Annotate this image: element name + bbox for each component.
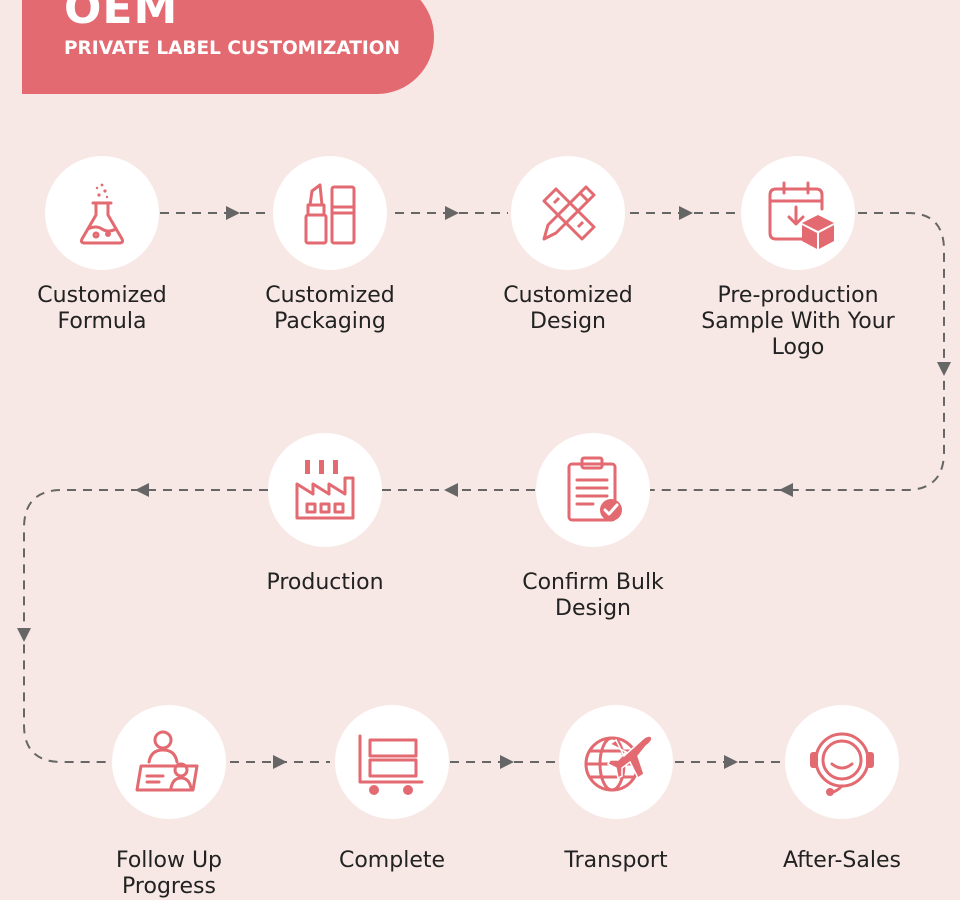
step-label-production: Production [266,570,384,595]
cart-boxes-icon [358,734,424,795]
arrow-right-icon [273,755,287,769]
step-label-formula: Customized Formula [37,283,167,334]
person-document-icon [135,730,199,792]
step-node-production [268,433,382,547]
step-node-formula [45,156,159,270]
arrow-down-icon [17,628,31,642]
step-node-confirm [536,433,650,547]
arrow-right-icon [226,206,240,220]
lipstick-icon [304,183,356,245]
header-banner: OEM PRIVATE LABEL CUSTOMIZATION [22,0,434,94]
step-label-transport: Transport [564,848,668,873]
arrow-right-icon [724,755,738,769]
arrow-left-icon [779,483,793,497]
headset-icon [810,732,874,796]
step-label-packaging: Customized Packaging [265,283,395,334]
step-label-complete: Complete [338,848,446,873]
arrow-right-icon [445,206,459,220]
factory-icon [295,460,355,520]
step-node-sample [741,156,855,270]
arrow-left-icon [444,483,458,497]
pencil-ruler-icon [542,185,596,241]
clipboard-check-icon [567,456,622,522]
step-label-follow-up: Follow Up Progress [115,848,223,899]
step-label-confirm: Confirm Bulk Design [522,570,664,621]
step-node-after-sales [785,705,899,819]
arrow-down-icon [937,362,951,376]
arrow-right-icon [500,755,514,769]
arrow-right-icon [679,206,693,220]
page-title: OEM [64,0,179,34]
step-label-after-sales: After-Sales [783,848,901,873]
step-node-complete [335,705,449,819]
page-subtitle: PRIVATE LABEL CUSTOMIZATION [64,38,400,59]
globe-plane-icon [584,735,653,792]
flask-icon [79,183,125,245]
step-node-design [511,156,625,270]
step-label-sample: Pre-production Sample With Your Logo [701,283,895,360]
step-node-follow-up [112,705,226,819]
step-label-design: Customized Design [503,283,633,334]
step-node-packaging [273,156,387,270]
arrow-left-icon [135,483,149,497]
calendar-box-icon [768,181,834,249]
step-node-transport [559,705,673,819]
connector-4-5 [650,212,945,491]
